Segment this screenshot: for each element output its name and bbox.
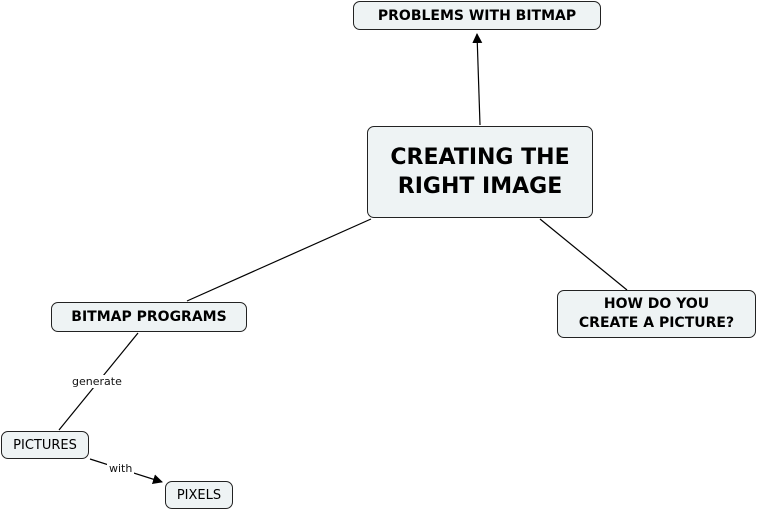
node-how-do-you-create-a-picture[interactable]: HOW DO YOU CREATE A PICTURE? bbox=[557, 290, 756, 338]
node-problems-with-bitmap[interactable]: PROBLEMS WITH BITMAP bbox=[353, 1, 601, 30]
node-creating-the-right-image[interactable]: CREATING THE RIGHT IMAGE bbox=[367, 126, 593, 218]
node-pictures[interactable]: PICTURES bbox=[1, 431, 89, 459]
node-bitmap-programs[interactable]: BITMAP PROGRAMS bbox=[51, 302, 247, 332]
connector-central-to-how-do-you bbox=[539, 218, 628, 291]
link-label-generate: generate bbox=[70, 375, 124, 388]
link-label-with: with bbox=[107, 462, 135, 475]
node-pixels[interactable]: PIXELS bbox=[165, 481, 233, 509]
connector-central-to-bitmap-programs bbox=[186, 218, 372, 302]
connector-central-to-problems bbox=[472, 33, 483, 126]
